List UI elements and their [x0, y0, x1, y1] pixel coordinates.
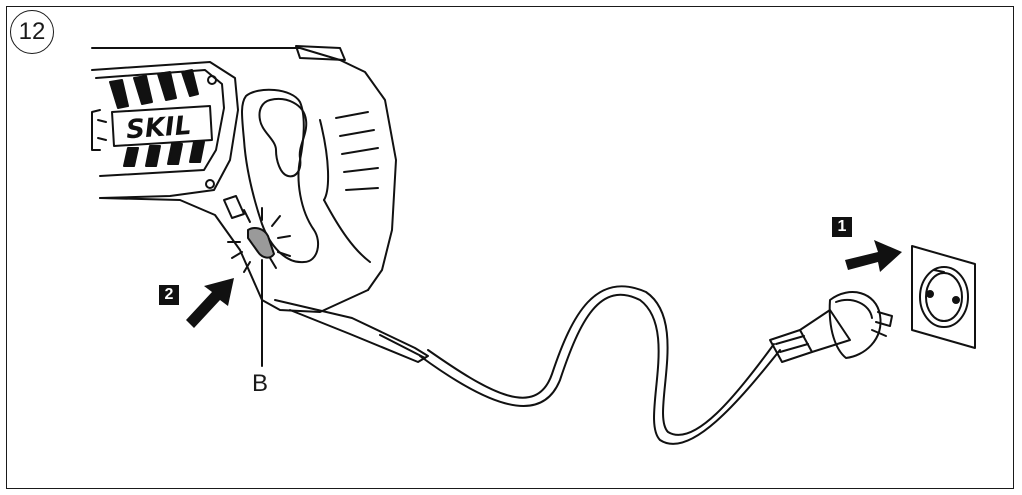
- callout-label: B: [252, 370, 268, 398]
- step-label: 1: [837, 218, 847, 235]
- figure-frame: [6, 6, 1014, 489]
- step-label: 2: [164, 286, 174, 303]
- figure-number-label: 12: [18, 18, 46, 45]
- wall-socket: [911, 245, 976, 349]
- power-cord: [419, 285, 781, 445]
- brand-logo: SKIL: [125, 111, 192, 145]
- step-badge: 2: [159, 285, 179, 305]
- step-badge: 1: [832, 217, 852, 237]
- arrow-icon: [845, 240, 902, 272]
- figure-number: 12: [10, 10, 54, 54]
- power-tool: [91, 45, 429, 367]
- power-plug: [769, 291, 893, 363]
- arrow-icon: [186, 278, 234, 328]
- callout-text: B: [252, 370, 269, 397]
